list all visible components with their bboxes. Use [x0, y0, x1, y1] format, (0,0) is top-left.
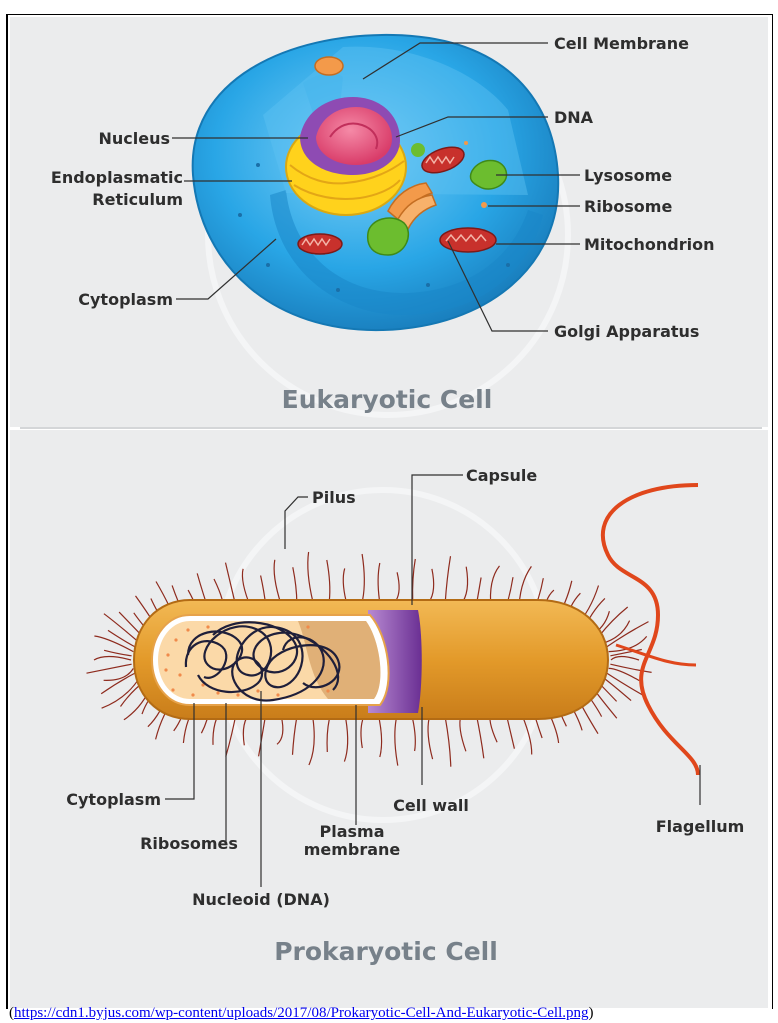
title-eukaryotic: Eukaryotic Cell: [282, 385, 493, 414]
label-nucleoid: Nucleoid (DNA): [192, 890, 330, 909]
label-mitochondrion: Mitochondrion: [584, 235, 715, 254]
label-cell-wall: Cell wall: [393, 796, 469, 815]
golgi-vesicle: [315, 57, 343, 75]
label-golgi: Golgi Apparatus: [554, 322, 699, 341]
label-plasma: Plasma: [320, 822, 385, 841]
label-pilus: Pilus: [312, 488, 356, 507]
label-reticulum: Reticulum: [92, 190, 183, 209]
label-ribosome: Ribosome: [584, 197, 672, 216]
label-ribosomes: Ribosomes: [140, 834, 238, 853]
label-membrane: membrane: [304, 840, 401, 859]
mitochondrion-left: [298, 234, 342, 254]
figure-frame: Cell Membrane DNA Nucleus Endoplasmatic …: [6, 14, 773, 1009]
lysosome-small: [411, 143, 425, 157]
title-prokaryotic: Prokaryotic Cell: [274, 937, 498, 966]
label-cell-membrane: Cell Membrane: [554, 34, 689, 53]
lysosome-lower: [368, 218, 409, 255]
label-cytoplasm-eukaryotic: Cytoplasm: [78, 290, 173, 309]
cell-diagram: Cell Membrane DNA Nucleus Endoplasmatic …: [8, 15, 772, 1009]
eukaryotic-cell: [193, 35, 559, 330]
label-cytoplasm-prokaryotic: Cytoplasm: [66, 790, 161, 809]
label-dna: DNA: [554, 108, 594, 127]
ribosome: [481, 202, 487, 208]
source-caption: (https://cdn1.byjus.com/wp-content/uploa…: [9, 1004, 775, 1023]
label-endoplasmatic: Endoplasmatic: [51, 168, 183, 187]
label-nucleus: Nucleus: [98, 129, 170, 148]
label-lysosome: Lysosome: [584, 166, 672, 185]
label-flagellum: Flagellum: [656, 817, 745, 836]
mitochondrion: [440, 228, 496, 252]
label-capsule: Capsule: [466, 466, 537, 485]
